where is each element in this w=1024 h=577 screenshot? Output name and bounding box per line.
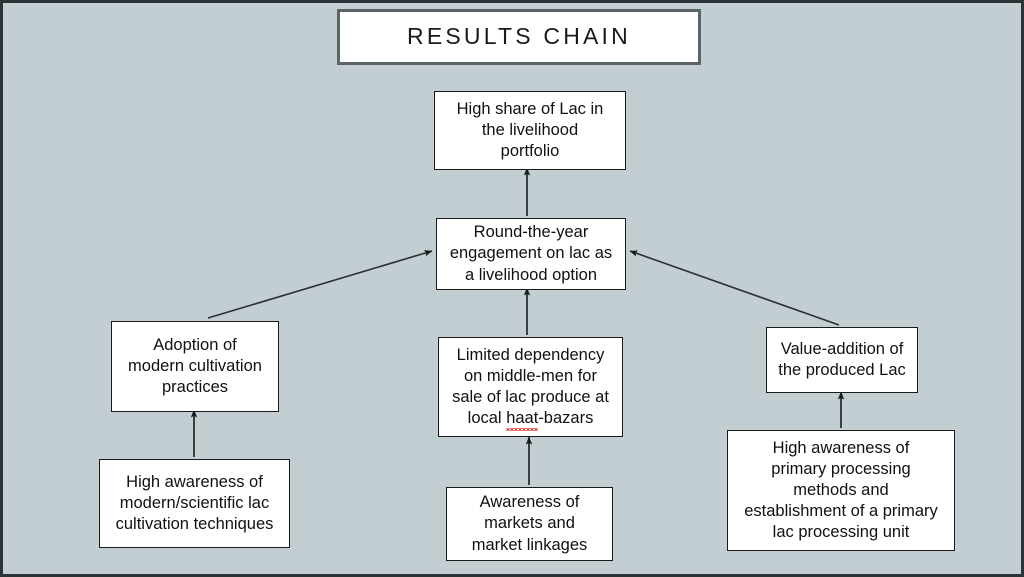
edge-valueadd-to-engagement — [629, 250, 840, 326]
diagram-title: RESULTS CHAIN — [337, 9, 701, 65]
node-value-addition-produced-lac: Value-addition of the produced Lac — [766, 327, 918, 393]
node-label: High share of Lac in the livelihood port… — [456, 99, 604, 161]
node-adoption-of-modern-cultivation: Adoption of modern cultivation practices — [111, 321, 279, 412]
node-awareness-markets-linkages: Awareness of markets and market linkages — [446, 487, 613, 561]
node-label-line-2: on middle-men for — [464, 366, 597, 385]
node-label: High awareness of modern/scientific lac … — [115, 472, 274, 534]
node-label-line-1: Limited dependency — [456, 345, 605, 364]
node-label: Adoption of modern cultivation practices — [128, 335, 262, 397]
diagram-title-text: RESULTS CHAIN — [407, 23, 631, 50]
node-label: Awareness of markets and market linkages — [471, 493, 588, 554]
node-high-awareness-cultivation-techniques: High awareness of modern/scientific lac … — [99, 459, 290, 548]
node-label-line-4-suffix: -bazars — [538, 409, 594, 428]
spellcheck-misspelled-word: haat — [506, 408, 539, 432]
node-label-line-4-prefix: local — [467, 409, 507, 428]
node-round-the-year-engagement: Round-the-year engagement on lac as a li… — [436, 218, 626, 290]
node-high-share-of-lac: High share of Lac in the livelihood port… — [434, 91, 626, 170]
node-limited-dependency-middlemen: Limited dependency on middle-men for sale … — [438, 337, 623, 437]
edge-adoption-to-engagement — [207, 250, 433, 319]
node-high-awareness-primary-processing: High awareness of primary processing met… — [727, 430, 955, 551]
node-label: High awareness of primary processing met… — [744, 438, 938, 542]
node-label: Round-the-year engagement on lac as a li… — [449, 223, 613, 284]
node-label: Limited dependency on middle-men for sale … — [439, 345, 622, 432]
node-label: Value-addition of the produced Lac — [778, 339, 906, 379]
node-label-line-3: sale of lac produce at — [452, 388, 609, 406]
